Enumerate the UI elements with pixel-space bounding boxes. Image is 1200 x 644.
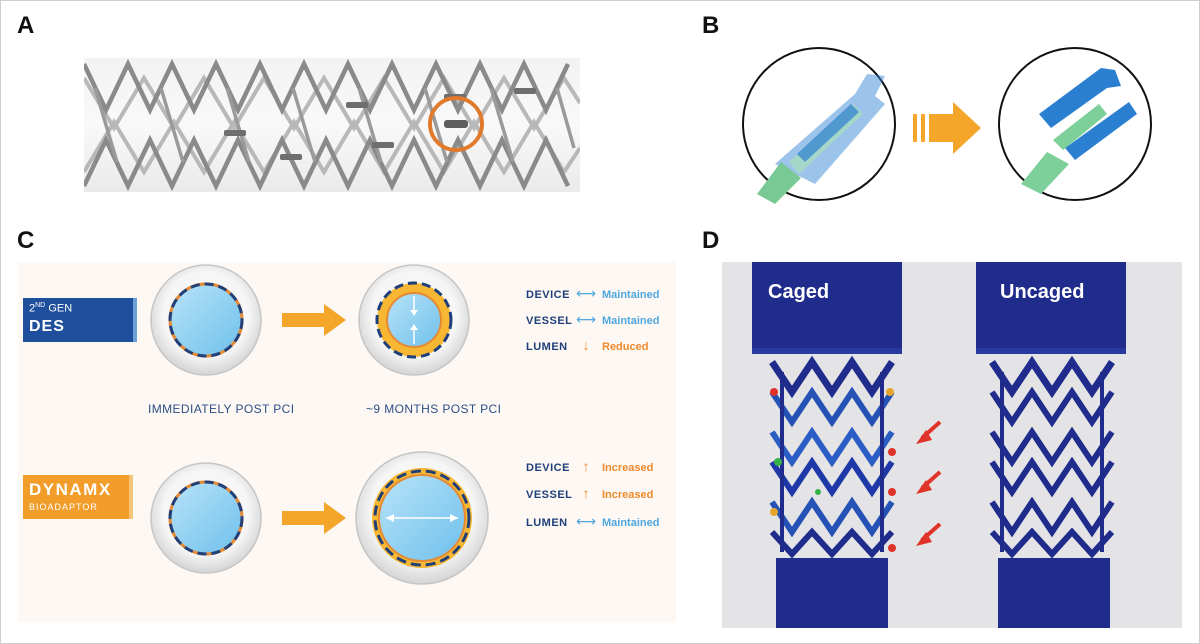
lock-mechanism-illustration: [742, 47, 1152, 204]
metric-arrow-icon: ⟷: [575, 285, 597, 301]
dynamx-badge-sub: BIOADAPTOR: [29, 502, 98, 512]
des-badge-superscript: ND: [35, 302, 46, 309]
dynamx-metric-vessel: VESSEL ↑ Increased: [526, 485, 653, 501]
caption-immediately-post-pci: IMMEDIATELY POST PCI: [148, 402, 295, 416]
metric-key: LUMEN: [526, 341, 568, 353]
dynamx-post-pci-vessel: [150, 462, 262, 574]
dynamx-metric-lumen: LUMEN ⟷ Maintained: [526, 513, 659, 530]
dynamx-metric-device: DEVICE ↑ Increased: [526, 458, 653, 474]
uncaged-label: Uncaged: [1000, 281, 1084, 303]
dynamx-9-months-vessel: [355, 451, 489, 585]
des-badge-prefix: 2: [29, 302, 36, 315]
des-badge-name: DES: [29, 318, 65, 335]
metric-arrow-icon: ⟷: [575, 311, 597, 327]
caged-label: Caged: [768, 281, 829, 303]
metric-key: DEVICE: [526, 289, 570, 301]
metric-key: VESSEL: [526, 489, 573, 501]
fea-simulation-illustration: Caged Uncaged: [722, 262, 1182, 628]
des-metric-vessel: VESSEL⟷ Maintained: [526, 311, 659, 328]
metric-value: Maintained: [602, 517, 660, 529]
metric-value: Increased: [602, 462, 654, 474]
stent-scaffold-illustration: [84, 58, 580, 192]
des-post-pci-vessel: [150, 264, 262, 376]
des-badge: 2ND GEN DES: [23, 298, 137, 342]
metric-arrow-icon: ↑: [582, 485, 590, 501]
unlocked-mechanism: [1021, 68, 1137, 194]
des-metric-device: DEVICE ⟷ Maintained: [526, 285, 659, 302]
des-badge-gen: GEN: [48, 302, 73, 315]
metric-key: DEVICE: [526, 462, 570, 474]
metric-key: LUMEN: [526, 517, 568, 529]
des-9-months-vessel: [358, 264, 470, 376]
vessel-comparison-diagram: [150, 264, 489, 585]
metric-arrow-icon: ↑: [582, 458, 590, 474]
metric-arrow-icon: ⟷: [575, 513, 597, 529]
dynamx-transition-arrow: [282, 502, 346, 534]
panel-label-b: B: [702, 12, 720, 39]
highlight-ring: [428, 96, 484, 152]
metric-value: Maintained: [602, 289, 660, 301]
metric-value: Reduced: [602, 341, 649, 353]
metric-value: Increased: [602, 489, 654, 501]
metric-key: VESSEL: [526, 315, 573, 327]
caption-9-months-post-pci: ~9 MONTHS POST PCI: [366, 402, 502, 416]
uncaged-stent: [976, 262, 1126, 628]
panel-label-c: C: [17, 227, 35, 254]
panel-label-a: A: [17, 12, 35, 39]
dynamx-badge-name: DYNAMX: [29, 480, 112, 499]
dynamx-badge: DYNAMX BIOADAPTOR: [23, 475, 133, 519]
metric-value: Maintained: [602, 315, 660, 327]
des-transition-arrow: [282, 304, 346, 336]
transition-arrow: [913, 102, 981, 154]
locked-mechanism: [757, 74, 885, 204]
panel-label-d: D: [702, 227, 720, 254]
metric-arrow-icon: ↓: [582, 337, 590, 353]
des-metric-lumen: LUMEN ↓ Reduced: [526, 337, 648, 353]
caged-stent: [752, 262, 942, 628]
